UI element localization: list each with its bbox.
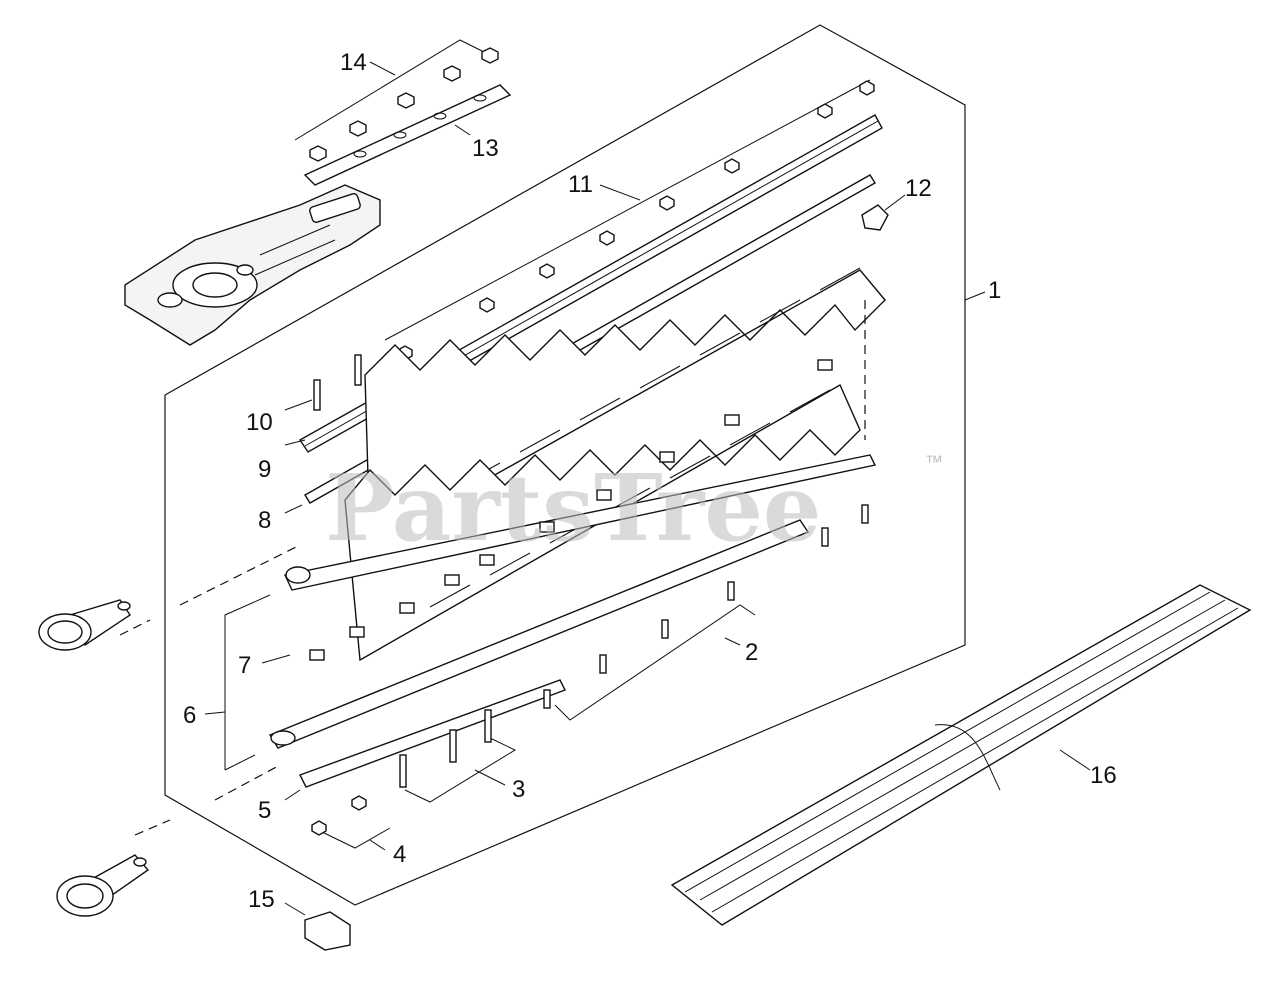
lower-cutter-blade — [344, 384, 861, 662]
end-cap — [861, 204, 889, 231]
leader-lines — [204, 61, 1091, 916]
slotted-plate-lower — [268, 519, 810, 749]
callout-8: 8 — [258, 507, 271, 534]
callout-9: 9 — [258, 456, 271, 483]
blade-clips — [309, 359, 833, 661]
lower-nuts — [311, 795, 391, 849]
watermark-text: PartsTree — [325, 454, 821, 562]
blade-cover — [670, 584, 1252, 926]
slotted-plate-upper — [283, 454, 877, 591]
nut-set-upper — [294, 39, 499, 162]
gearcase-housing — [124, 184, 381, 346]
callout-5: 5 — [258, 797, 271, 824]
bracket-plate — [303, 84, 512, 186]
assembly-box-outline — [164, 24, 966, 906]
wrench-upper — [38, 599, 131, 651]
callout-13: 13 — [472, 135, 499, 162]
callout-3: 3 — [512, 776, 525, 803]
long-bolts — [399, 709, 517, 803]
callout-15: 15 — [248, 886, 275, 913]
bracket-lines — [224, 594, 271, 771]
callout-11: 11 — [568, 171, 593, 198]
callout-12: 12 — [905, 175, 932, 202]
shoulder-bolts — [313, 354, 362, 411]
callout-1: 1 — [988, 277, 1001, 304]
callout-2: 2 — [745, 639, 758, 666]
wrench-lower — [56, 854, 150, 917]
watermark-trademark: ™ — [925, 452, 943, 472]
callout-14: 14 — [340, 49, 367, 76]
callout-16: 16 — [1090, 762, 1117, 789]
callout-4: 4 — [393, 841, 406, 868]
blade-cover-clip — [304, 911, 351, 951]
callout-10: 10 — [246, 409, 273, 436]
screws-row — [543, 504, 869, 721]
callout-7: 7 — [238, 652, 251, 679]
callout-6: 6 — [183, 702, 196, 729]
slotted-plate-bottom — [299, 679, 566, 788]
alignment-lines — [119, 300, 866, 836]
